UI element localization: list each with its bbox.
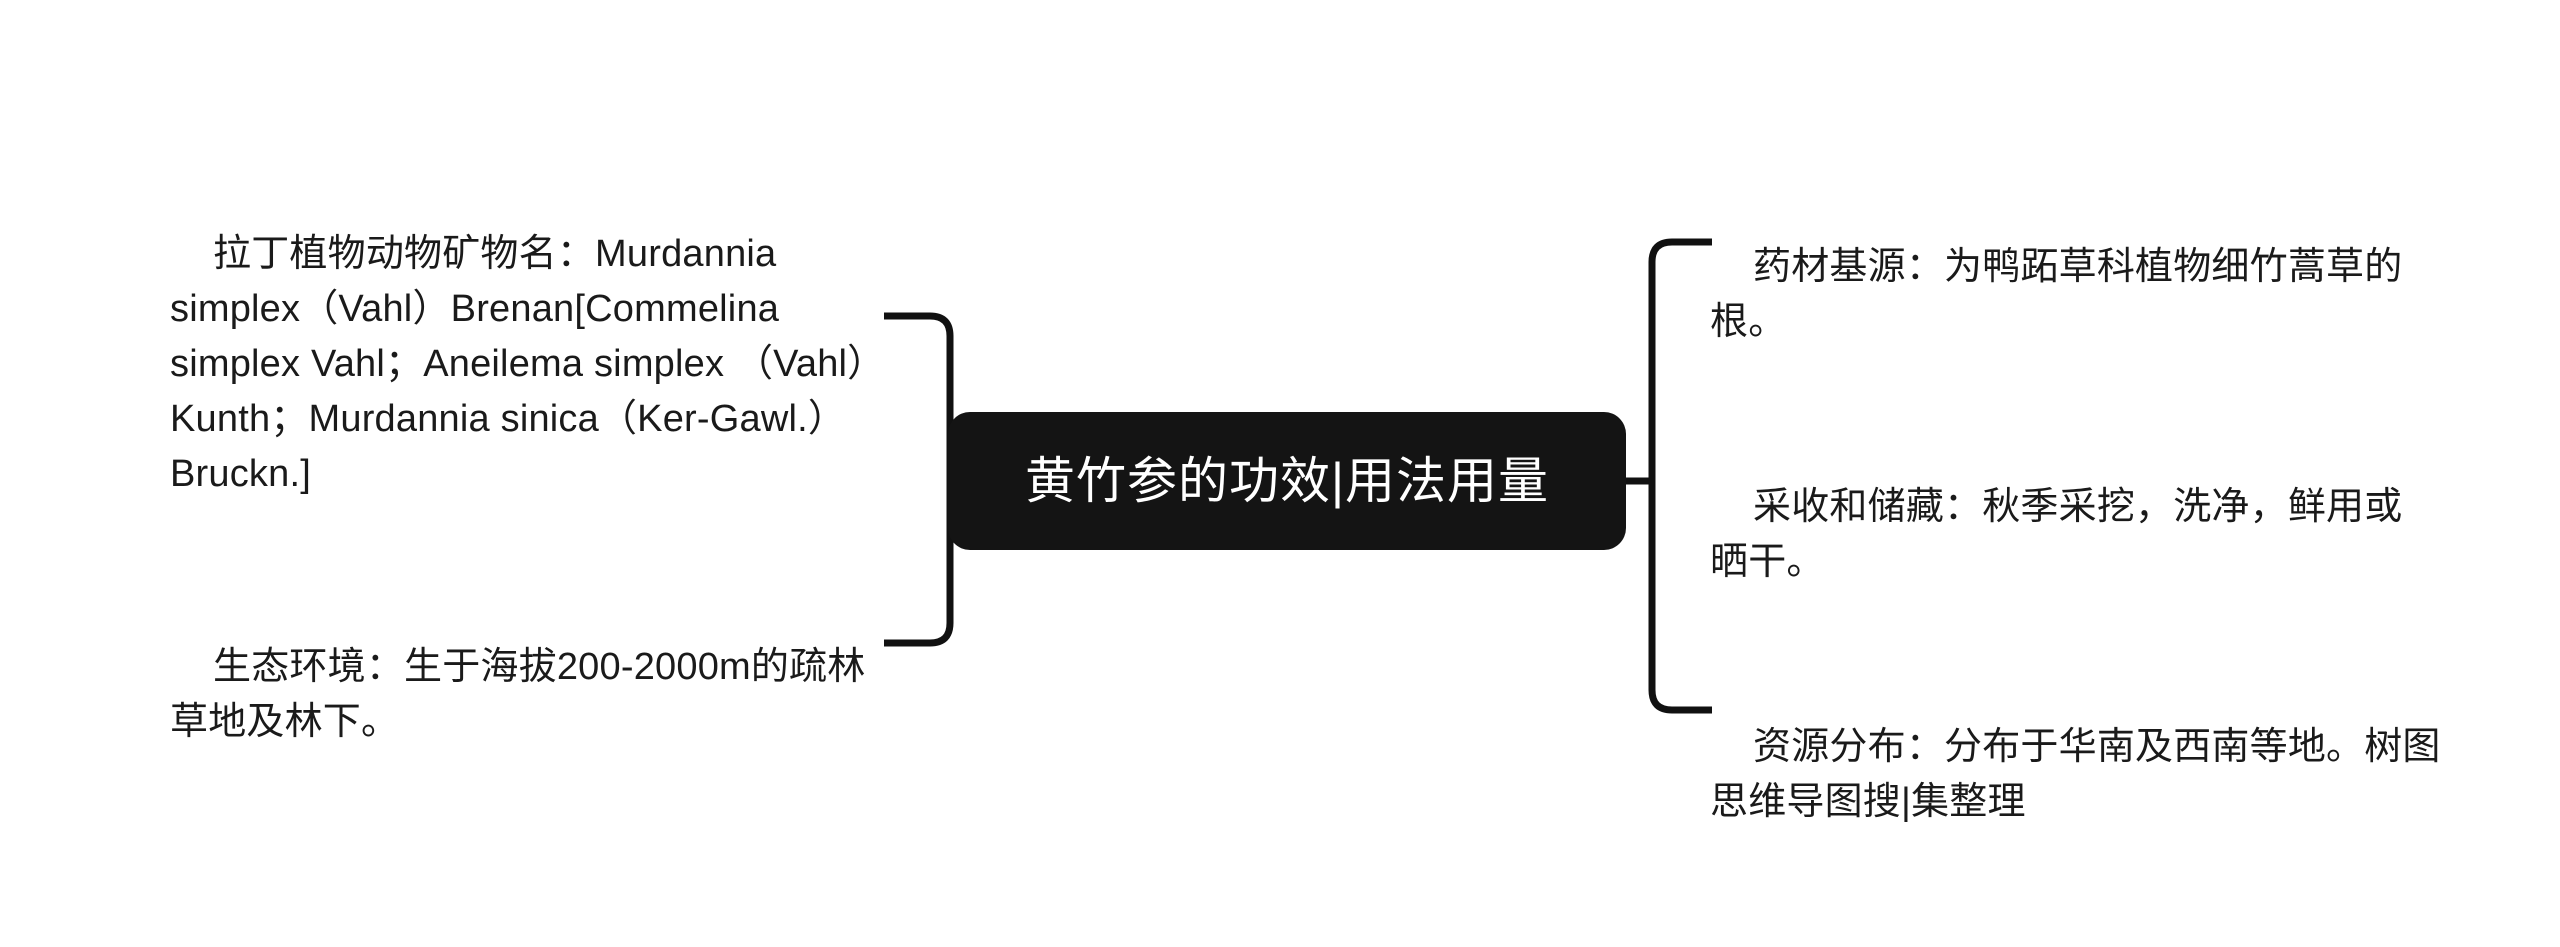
root-node-label: 黄竹参的功效|用法用量 <box>1025 452 1549 509</box>
branch-node-medicinal-source-label: 药材基源：为鸭跖草科植物细竹蒿草的根。 <box>1710 246 2403 343</box>
branch-node-resource-distribution-label: 资源分布：分布于华南及西南等地。树图思维导图搜|集整理 <box>1710 726 2441 823</box>
branch-node-resource-distribution[interactable]: 资源分布：分布于华南及西南等地。树图思维导图搜|集整理 <box>1710 665 2470 885</box>
branch-node-harvest-and-storage[interactable]: 采收和储藏：秋季采挖，洗净，鲜用或晒干。 <box>1710 425 2440 645</box>
root-node[interactable]: 黄竹参的功效|用法用量 <box>948 412 1626 550</box>
right-bracket-path <box>1648 238 1712 714</box>
branch-node-ecological-environment-label: 生态环境：生于海拔200-2000m的疏林草地及林下。 <box>170 646 866 743</box>
branch-node-medicinal-source[interactable]: 药材基源：为鸭跖草科植物细竹蒿草的根。 <box>1710 185 2440 405</box>
branch-node-latin-name-label: 拉丁植物动物矿物名：Murdannia simplex（Vahl）Brenan[… <box>170 233 886 495</box>
branch-node-ecological-environment[interactable]: 生态环境：生于海拔200-2000m的疏林草地及林下。 <box>170 585 900 805</box>
branch-node-latin-name[interactable]: 拉丁植物动物矿物名：Murdannia simplex（Vahl）Brenan[… <box>170 172 900 557</box>
branch-node-harvest-and-storage-label: 采收和储藏：秋季采挖，洗净，鲜用或晒干。 <box>1710 486 2403 583</box>
